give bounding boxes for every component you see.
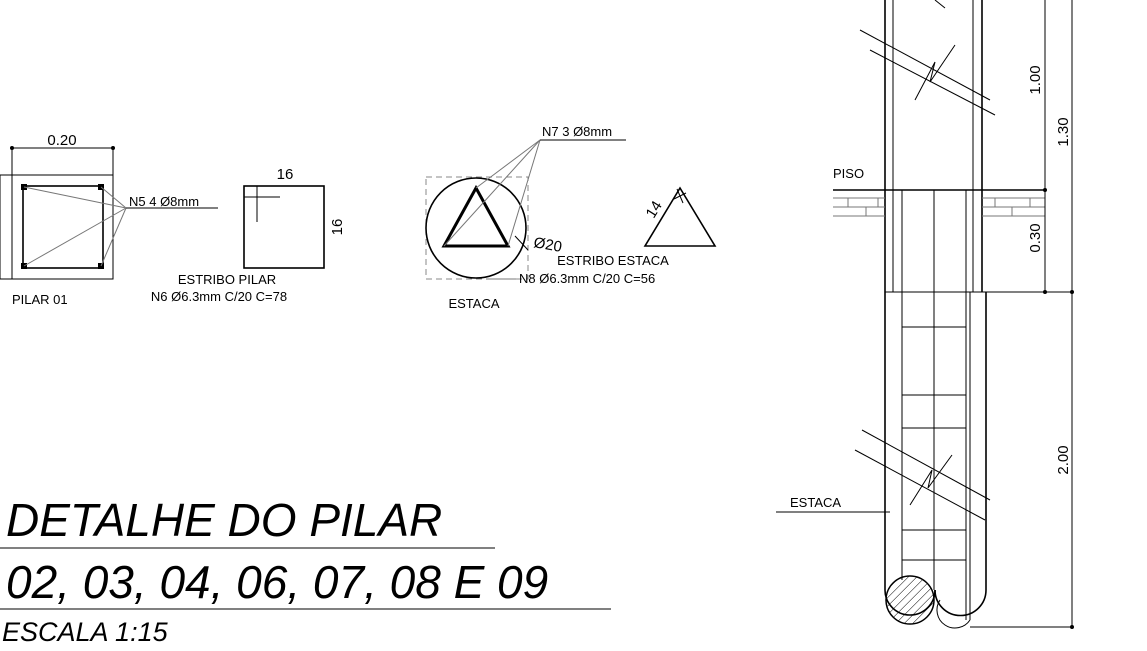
dim-2-00: 2.00 — [1055, 445, 1072, 474]
break-zigzag — [934, 0, 946, 9]
break-line — [869, 49, 996, 116]
pilar-label: PILAR 01 — [12, 292, 68, 307]
pile-bottom — [934, 589, 987, 617]
diameter-leader — [514, 235, 529, 251]
estaca-dashed-box — [425, 176, 529, 280]
break-line — [854, 449, 986, 521]
estaca-rebar-label: N7 3 Ø8mm — [542, 124, 612, 139]
title-line-2: 02, 03, 04, 06, 07, 08 E 09 — [6, 556, 548, 608]
leader-line — [23, 186, 127, 209]
estribo-pilar-dim-top: 16 — [277, 166, 294, 183]
estribo-estaca-label: ESTRIBO ESTACA — [557, 253, 669, 268]
estribo-pilar: 16 16 ESTRIBO PILAR N6 Ø6.3mm C/20 C=78 — [151, 166, 346, 304]
pilar-outline — [11, 174, 114, 280]
estribo-pilar-spec: N6 Ø6.3mm C/20 C=78 — [151, 289, 287, 304]
estaca-triangle — [441, 184, 511, 248]
dim-1-00: 1.00 — [1027, 65, 1044, 94]
break-line — [861, 429, 991, 501]
estaca-elev-label: ESTACA — [790, 495, 841, 510]
piso-label: PISO — [833, 166, 864, 181]
estribo-pilar-shape — [243, 185, 325, 269]
break-zigzag — [909, 454, 953, 506]
leader-line — [507, 139, 541, 247]
pile-bottom-inner — [936, 599, 971, 629]
estribo-estaca: 14 ESTRIBO ESTACA — [557, 186, 717, 268]
title-scale: ESCALA 1:15 — [2, 617, 169, 647]
pilar-stirrup — [22, 185, 104, 269]
title-line-1: DETALHE DO PILAR — [6, 494, 442, 546]
dim-tick — [1043, 188, 1047, 192]
estaca-section: N7 3 Ø8mm Ø20 N8 Ø6.3mm C/20 C=56 ESTACA — [425, 124, 655, 311]
estribo-pilar-dim-side: 16 — [329, 219, 346, 236]
estribo-estaca-shape — [643, 186, 717, 247]
stirrup-hook — [676, 188, 684, 204]
dim-tick — [1043, 290, 1047, 294]
pilar-width-dim: 0.20 — [47, 132, 76, 149]
leader-line — [443, 139, 541, 247]
break-line — [859, 29, 991, 101]
estribo-pilar-label: ESTRIBO PILAR — [178, 272, 276, 287]
pilar-rebar-label: N5 4 Ø8mm — [129, 194, 199, 209]
dim-1-30: 1.30 — [1055, 117, 1072, 146]
estribo-estaca-dim: 14 — [643, 198, 666, 221]
leader-line — [475, 139, 541, 189]
pilar-section: 0.20 N5 4 Ø8mm PILAR 01 — [0, 132, 218, 307]
estaca-diameter: Ø20 — [532, 234, 563, 256]
leader-line — [100, 207, 127, 267]
pile-tip-hatch — [885, 575, 935, 625]
break-zigzag — [914, 44, 956, 101]
leader-line — [100, 186, 127, 209]
estribo-estaca-spec: N8 Ø6.3mm C/20 C=56 — [519, 271, 655, 286]
elevation-view: PISO — [776, 0, 1074, 629]
dim-0-30: 0.30 — [1027, 223, 1044, 252]
title-block: DETALHE DO PILAR 02, 03, 04, 06, 07, 08 … — [0, 494, 611, 647]
estaca-circle — [425, 177, 527, 279]
estaca-label: ESTACA — [448, 296, 499, 311]
leader-line — [23, 207, 127, 267]
dim-tick — [1070, 290, 1074, 294]
